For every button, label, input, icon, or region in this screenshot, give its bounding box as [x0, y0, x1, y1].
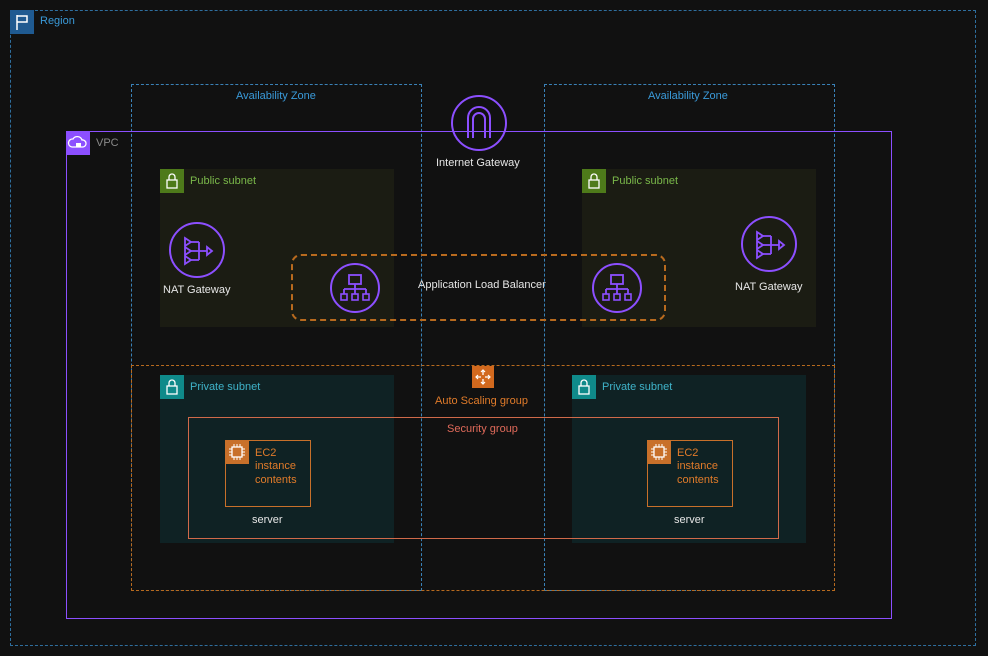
lock-icon: [582, 169, 606, 193]
private-subnet-right: [572, 375, 806, 543]
lock-icon: [160, 375, 184, 399]
public-subnet-right-label: Public subnet: [612, 175, 679, 187]
availability-zone-left-label: Availability Zone: [236, 90, 316, 102]
internet-gateway-icon: [450, 94, 508, 152]
load-balancer-icon: [591, 262, 643, 314]
nat-gateway-left-label: NAT Gateway: [163, 284, 231, 296]
load-balancer-label: Application Load Balancer: [418, 279, 546, 291]
private-subnet-right-label: Private subnet: [602, 381, 673, 393]
ec2-server-caption-right: server: [674, 514, 705, 526]
auto-scaling-group: [131, 365, 835, 591]
security-group-label: Security group: [447, 423, 518, 435]
public-subnet-right: [582, 169, 816, 327]
private-subnet-left: [160, 375, 394, 543]
nat-gateway-icon: [168, 221, 226, 279]
auto-scaling-group-label: Auto Scaling group: [435, 395, 528, 407]
ec2-instance-left: [225, 440, 311, 507]
security-group: [188, 417, 779, 539]
chip-icon: [225, 440, 249, 464]
chip-icon: [647, 440, 671, 464]
lock-icon: [160, 169, 184, 193]
internet-gateway-label: Internet Gateway: [436, 157, 520, 169]
region-label: Region: [40, 15, 75, 27]
auto-scaling-icon: [472, 366, 494, 388]
application-load-balancer-group: [291, 254, 666, 321]
ec2-label-line: EC2: [677, 447, 699, 459]
ec2-label-line: EC2: [255, 447, 277, 459]
cloud-lock-icon: [66, 131, 90, 155]
vpc-label: VPC: [96, 137, 119, 149]
ec2-instance-right: [647, 440, 733, 507]
vpc-container: [66, 131, 892, 619]
load-balancer-icon: [329, 262, 381, 314]
region-container: [10, 10, 976, 646]
private-subnet-left-label: Private subnet: [190, 381, 261, 393]
ec2-label-line: contents: [677, 474, 719, 486]
nat-gateway-right-label: NAT Gateway: [735, 281, 803, 293]
ec2-label-line: contents: [255, 474, 297, 486]
public-subnet-left-label: Public subnet: [190, 175, 257, 187]
availability-zone-right-label: Availability Zone: [648, 90, 728, 102]
flag-icon: [10, 10, 34, 34]
ec2-label-line: instance: [255, 460, 296, 472]
ec2-server-caption-left: server: [252, 514, 283, 526]
ec2-label-line: instance: [677, 460, 718, 472]
nat-gateway-icon: [740, 215, 798, 273]
lock-icon: [572, 375, 596, 399]
